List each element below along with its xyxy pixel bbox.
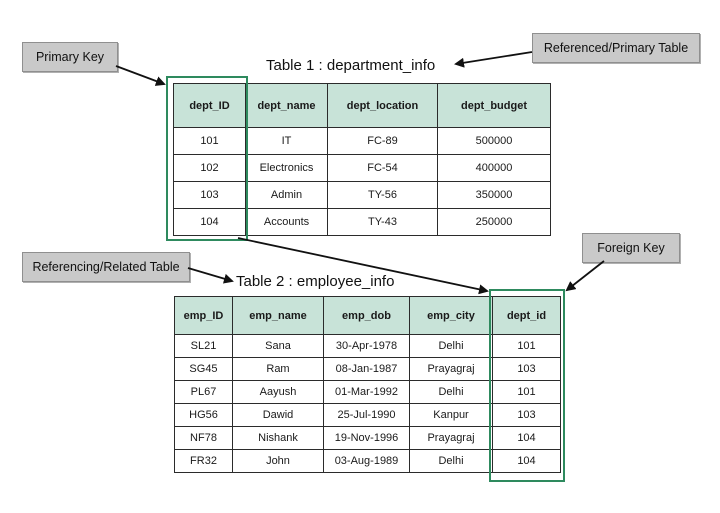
primary-key-highlight — [166, 76, 248, 241]
primary-key-label: Primary Key — [35, 50, 105, 64]
table-cell: 104 — [173, 208, 246, 236]
table-row: FR32 John 03-Aug-1989 Delhi 104 — [174, 449, 561, 473]
table-cell: Ram — [232, 357, 324, 381]
table1-header-cell: dept_ID — [173, 83, 246, 128]
foreign-key-label: Foreign Key — [597, 241, 665, 255]
table-cell: Admin — [245, 181, 328, 209]
foreign-key-highlight — [489, 289, 565, 482]
table-cell: PL67 — [174, 380, 233, 404]
table-cell: 500000 — [437, 127, 551, 155]
referencing-table-arrow — [187, 267, 234, 284]
table1-header-cell: dept_name — [245, 83, 328, 128]
employee-info-table: emp_ID emp_name emp_dob emp_city dept_id… — [174, 296, 561, 473]
table-cell: Accounts — [245, 208, 328, 236]
primary-key-callout: Primary Key — [22, 42, 118, 72]
table-cell: Sana — [232, 334, 324, 358]
table-cell: 101 — [492, 334, 561, 358]
table-cell: 250000 — [437, 208, 551, 236]
table-cell: 30-Apr-1978 — [323, 334, 410, 358]
referenced-table-label: Referenced/Primary Table — [543, 41, 689, 55]
table-row: SL21 Sana 30-Apr-1978 Delhi 101 — [174, 334, 561, 358]
table2-title: Table 2 : employee_info — [236, 273, 395, 290]
table-cell: FR32 — [174, 449, 233, 473]
table-cell: 350000 — [437, 181, 551, 209]
primary-key-arrow — [115, 65, 166, 86]
department-info-table: dept_ID dept_name dept_location dept_bud… — [173, 83, 551, 236]
table1-header-row: dept_ID dept_name dept_location dept_bud… — [173, 83, 551, 128]
table-row: 104 Accounts TY-43 250000 — [173, 208, 551, 236]
table-row: 102 Electronics FC-54 400000 — [173, 154, 551, 182]
table-cell: 103 — [492, 357, 561, 381]
table-row: HG56 Dawid 25-Jul-1990 Kanpur 103 — [174, 403, 561, 427]
table1-header-cell: dept_location — [327, 83, 438, 128]
table1-header-cell: dept_budget — [437, 83, 551, 128]
table-cell: SG45 — [174, 357, 233, 381]
table-cell: John — [232, 449, 324, 473]
table-cell: FC-54 — [327, 154, 438, 182]
relationship-arrow — [237, 237, 489, 295]
table-cell: Delhi — [409, 380, 493, 404]
table-cell: 01-Mar-1992 — [323, 380, 410, 404]
referenced-table-callout: Referenced/Primary Table — [532, 33, 700, 63]
table2-header-row: emp_ID emp_name emp_dob emp_city dept_id — [174, 296, 561, 335]
table-cell: 101 — [492, 380, 561, 404]
table-cell: Prayagraj — [409, 426, 493, 450]
table-cell: HG56 — [174, 403, 233, 427]
referencing-table-callout: Referencing/Related Table — [22, 252, 190, 282]
table-cell: 104 — [492, 449, 561, 473]
table-cell: Delhi — [409, 449, 493, 473]
table1-title: Table 1 : department_info — [266, 57, 436, 74]
table-cell: 400000 — [437, 154, 551, 182]
table-cell: 104 — [492, 426, 561, 450]
foreign-key-callout: Foreign Key — [582, 233, 680, 263]
referenced-table-arrow — [454, 51, 533, 68]
table-cell: TY-56 — [327, 181, 438, 209]
table-cell: Electronics — [245, 154, 328, 182]
table-cell: Prayagraj — [409, 357, 493, 381]
table-row: 103 Admin TY-56 350000 — [173, 181, 551, 209]
table-cell: TY-43 — [327, 208, 438, 236]
table-cell: SL21 — [174, 334, 233, 358]
table-row: NF78 Nishank 19-Nov-1996 Prayagraj 104 — [174, 426, 561, 450]
table-cell: 25-Jul-1990 — [323, 403, 410, 427]
table2-header-cell: dept_id — [492, 296, 561, 335]
table2-header-cell: emp_city — [409, 296, 493, 335]
table2-header-cell: emp_dob — [323, 296, 410, 335]
table-cell: NF78 — [174, 426, 233, 450]
foreign-key-arrow — [565, 260, 605, 292]
referencing-table-label: Referencing/Related Table — [32, 260, 180, 274]
